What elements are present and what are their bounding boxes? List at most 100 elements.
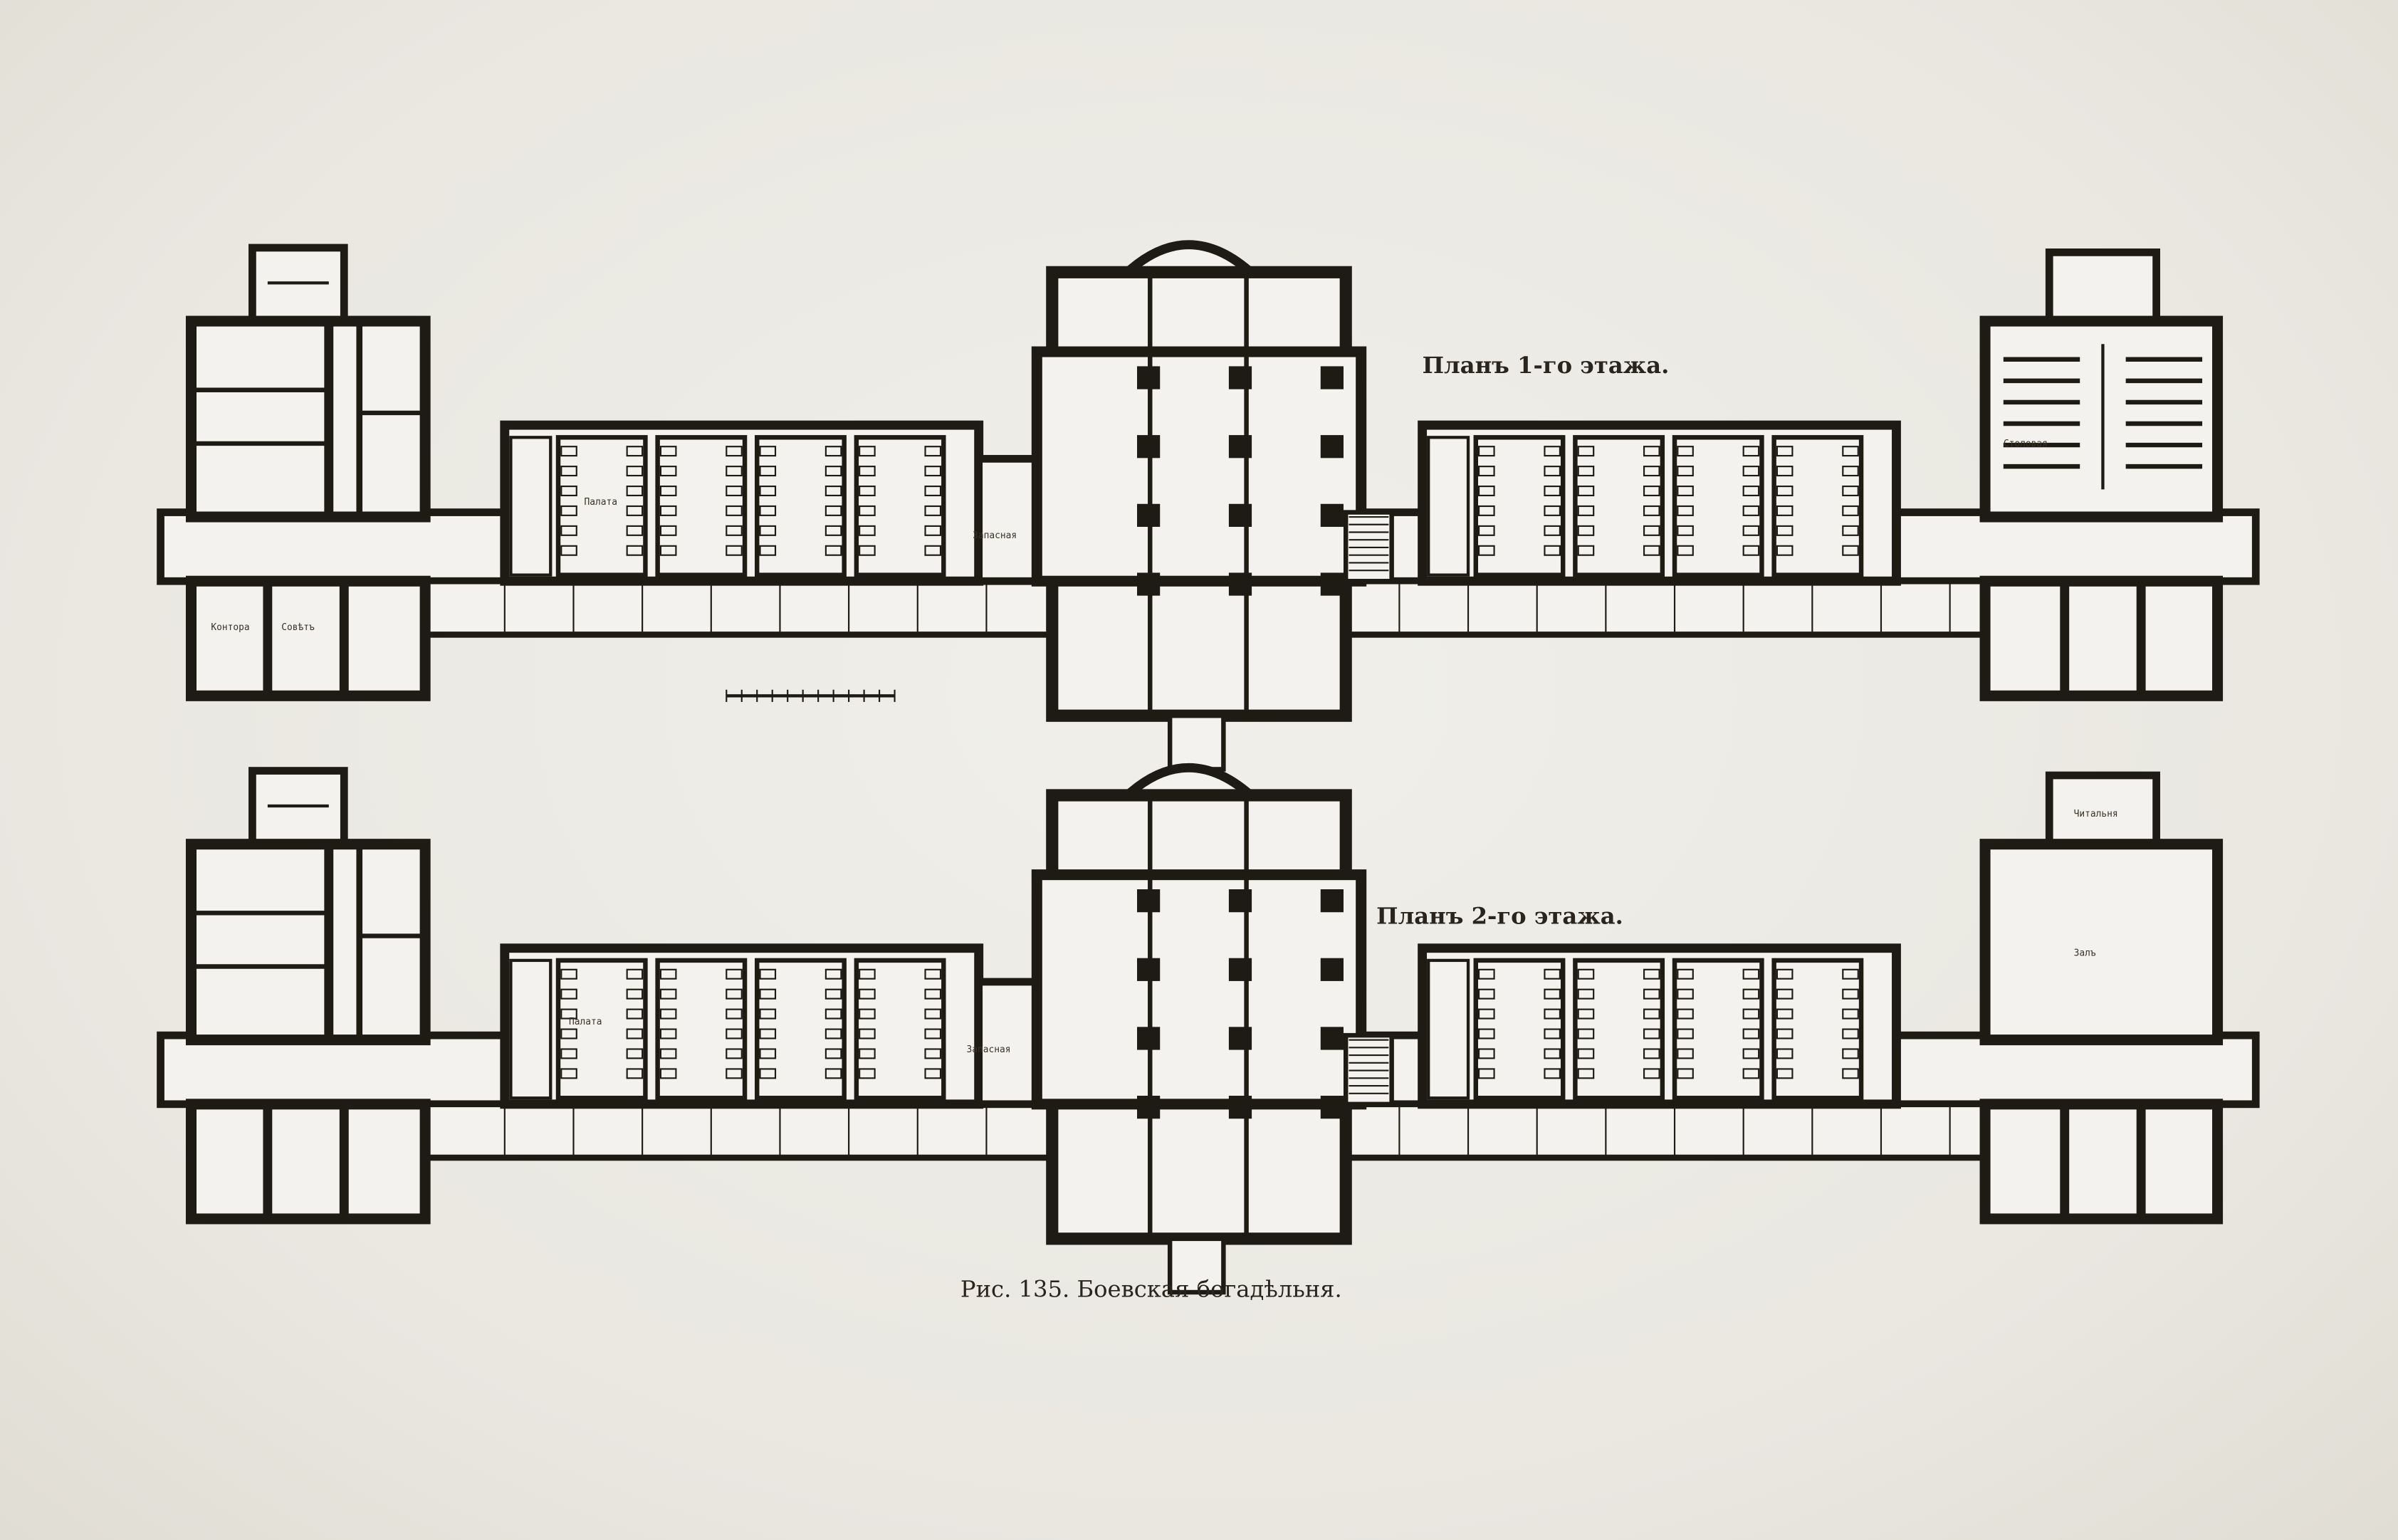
bed <box>626 545 644 556</box>
bed <box>1577 1008 1595 1020</box>
room-label-spare-2: Запасная <box>967 1044 1011 1055</box>
bed <box>626 1008 644 1020</box>
bed <box>1742 525 1760 536</box>
bed <box>824 525 842 536</box>
bed <box>1742 1028 1760 1039</box>
bed <box>1544 988 1561 1000</box>
bed <box>1577 988 1595 1000</box>
bed <box>924 988 942 1000</box>
bed <box>1478 545 1495 556</box>
bed <box>726 545 743 556</box>
bed <box>1742 485 1760 497</box>
bed <box>759 466 777 477</box>
bed <box>924 466 942 477</box>
bed <box>924 505 942 516</box>
bed <box>659 466 677 477</box>
bed <box>659 1068 677 1079</box>
side-room <box>1427 958 1470 1100</box>
bed <box>626 446 644 457</box>
bed <box>824 466 842 477</box>
bed <box>726 485 743 497</box>
bed <box>1643 968 1660 980</box>
central-block-wings <box>1031 346 1367 587</box>
bed <box>1544 1048 1561 1059</box>
bed <box>859 988 876 1000</box>
bed <box>726 1048 743 1059</box>
bed <box>1643 485 1660 497</box>
bed <box>1577 968 1595 980</box>
bed <box>824 1068 842 1079</box>
bed <box>924 545 942 556</box>
bed <box>824 1028 842 1039</box>
bed <box>560 1068 577 1079</box>
bed <box>626 466 644 477</box>
bed <box>924 1048 942 1059</box>
bed <box>1478 1028 1495 1039</box>
bed <box>1742 1068 1760 1079</box>
room-label-spare: Запасная <box>973 530 1017 541</box>
bed <box>1643 1028 1660 1039</box>
bed <box>1577 466 1595 477</box>
bed <box>759 525 777 536</box>
bed <box>726 968 743 980</box>
bed <box>626 1048 644 1059</box>
bed <box>1677 1028 1694 1039</box>
bed <box>1742 968 1760 980</box>
pier <box>1320 572 1344 596</box>
bed <box>759 505 777 516</box>
bed <box>759 485 777 497</box>
central-block-wings <box>1031 869 1367 1110</box>
bed <box>726 1068 743 1079</box>
bed <box>1544 525 1561 536</box>
room-label-refectory: Столовая <box>2004 439 2048 449</box>
bed <box>824 968 842 980</box>
bed <box>759 988 777 1000</box>
bed <box>1842 1008 1859 1020</box>
bed <box>560 968 577 980</box>
pier <box>1320 503 1344 527</box>
figure-caption: Рис. 135. Боевская богадѣльня. <box>960 1275 1342 1302</box>
bed <box>659 988 677 1000</box>
bed <box>1643 988 1660 1000</box>
bed <box>1842 1048 1859 1059</box>
bed <box>626 505 644 516</box>
left-wing-upper <box>185 315 431 523</box>
left-wing-lower <box>185 575 431 701</box>
bed <box>1643 1048 1660 1059</box>
bed <box>1577 446 1595 457</box>
left-stair-tower <box>248 767 348 852</box>
bed <box>824 446 842 457</box>
bed <box>560 485 577 497</box>
bed <box>1842 968 1859 980</box>
bed <box>626 988 644 1000</box>
bed <box>1842 1028 1859 1039</box>
right-wing-lower <box>1979 1099 2224 1225</box>
spare-room <box>975 455 1041 585</box>
bed <box>859 446 876 457</box>
bed <box>626 1028 644 1039</box>
bed <box>1577 545 1595 556</box>
bed <box>859 1028 876 1039</box>
bed <box>626 525 644 536</box>
bed <box>1478 1048 1495 1059</box>
bed <box>560 1008 577 1020</box>
bed <box>1478 446 1495 457</box>
room-label-council: Совѣтъ <box>281 622 315 633</box>
bed <box>1776 505 1794 516</box>
bed <box>560 525 577 536</box>
bed <box>659 1028 677 1039</box>
bed <box>1742 1048 1760 1059</box>
bed <box>1544 485 1561 497</box>
bed <box>1478 1008 1495 1020</box>
bed <box>1677 545 1694 556</box>
bed <box>759 1068 777 1079</box>
bed <box>924 525 942 536</box>
room-label-ward: Палата <box>585 497 618 508</box>
bed <box>1677 485 1694 497</box>
bed <box>859 1008 876 1020</box>
bed <box>924 485 942 497</box>
bed <box>1842 545 1859 556</box>
bed <box>659 505 677 516</box>
bed <box>924 968 942 980</box>
side-room <box>509 958 553 1100</box>
